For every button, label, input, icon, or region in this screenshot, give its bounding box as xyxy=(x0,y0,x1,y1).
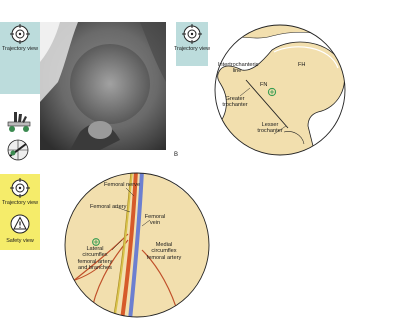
label-fn: FN xyxy=(260,82,267,88)
safety-view-label: Safety view xyxy=(0,238,40,244)
hip-anatomy-circle xyxy=(212,22,348,158)
warning-triangle-icon xyxy=(10,214,30,234)
arm-instrument-icon xyxy=(4,136,32,164)
label-femoral-artery: Femoral artery xyxy=(90,204,126,210)
fluoroscopy-image xyxy=(40,22,166,150)
label-greater-trochanter: Greater trochanter xyxy=(218,96,252,109)
label-femoral-nerve: Femoral nerve xyxy=(104,182,140,188)
panel-letter-b: B xyxy=(174,152,178,158)
label-lesser-trochanter: Lesser trochanter xyxy=(254,122,286,135)
vascular-anatomy-circle xyxy=(62,170,212,320)
crosshair-target-icon xyxy=(10,24,30,44)
label-intertrochanteric-line: Intertrochanteric line xyxy=(218,62,256,75)
label-femoral-vein: Femoral vein xyxy=(144,214,166,227)
label-medial-circumflex: Medial circumflex femoral artery xyxy=(146,242,182,261)
crosshair-target-icon xyxy=(182,24,202,44)
crosshair-target-icon xyxy=(10,178,30,198)
trajectory-view-label: Trajectory view xyxy=(172,46,212,52)
trajectory-view-label: Trajectory view xyxy=(0,200,40,206)
hand-instrument-icon xyxy=(6,108,32,134)
trajectory-view-label: Trajectory view xyxy=(0,46,40,52)
label-lateral-circumflex: Lateral circumflex femoral artery and br… xyxy=(74,246,116,272)
label-fh: FH xyxy=(298,62,305,68)
